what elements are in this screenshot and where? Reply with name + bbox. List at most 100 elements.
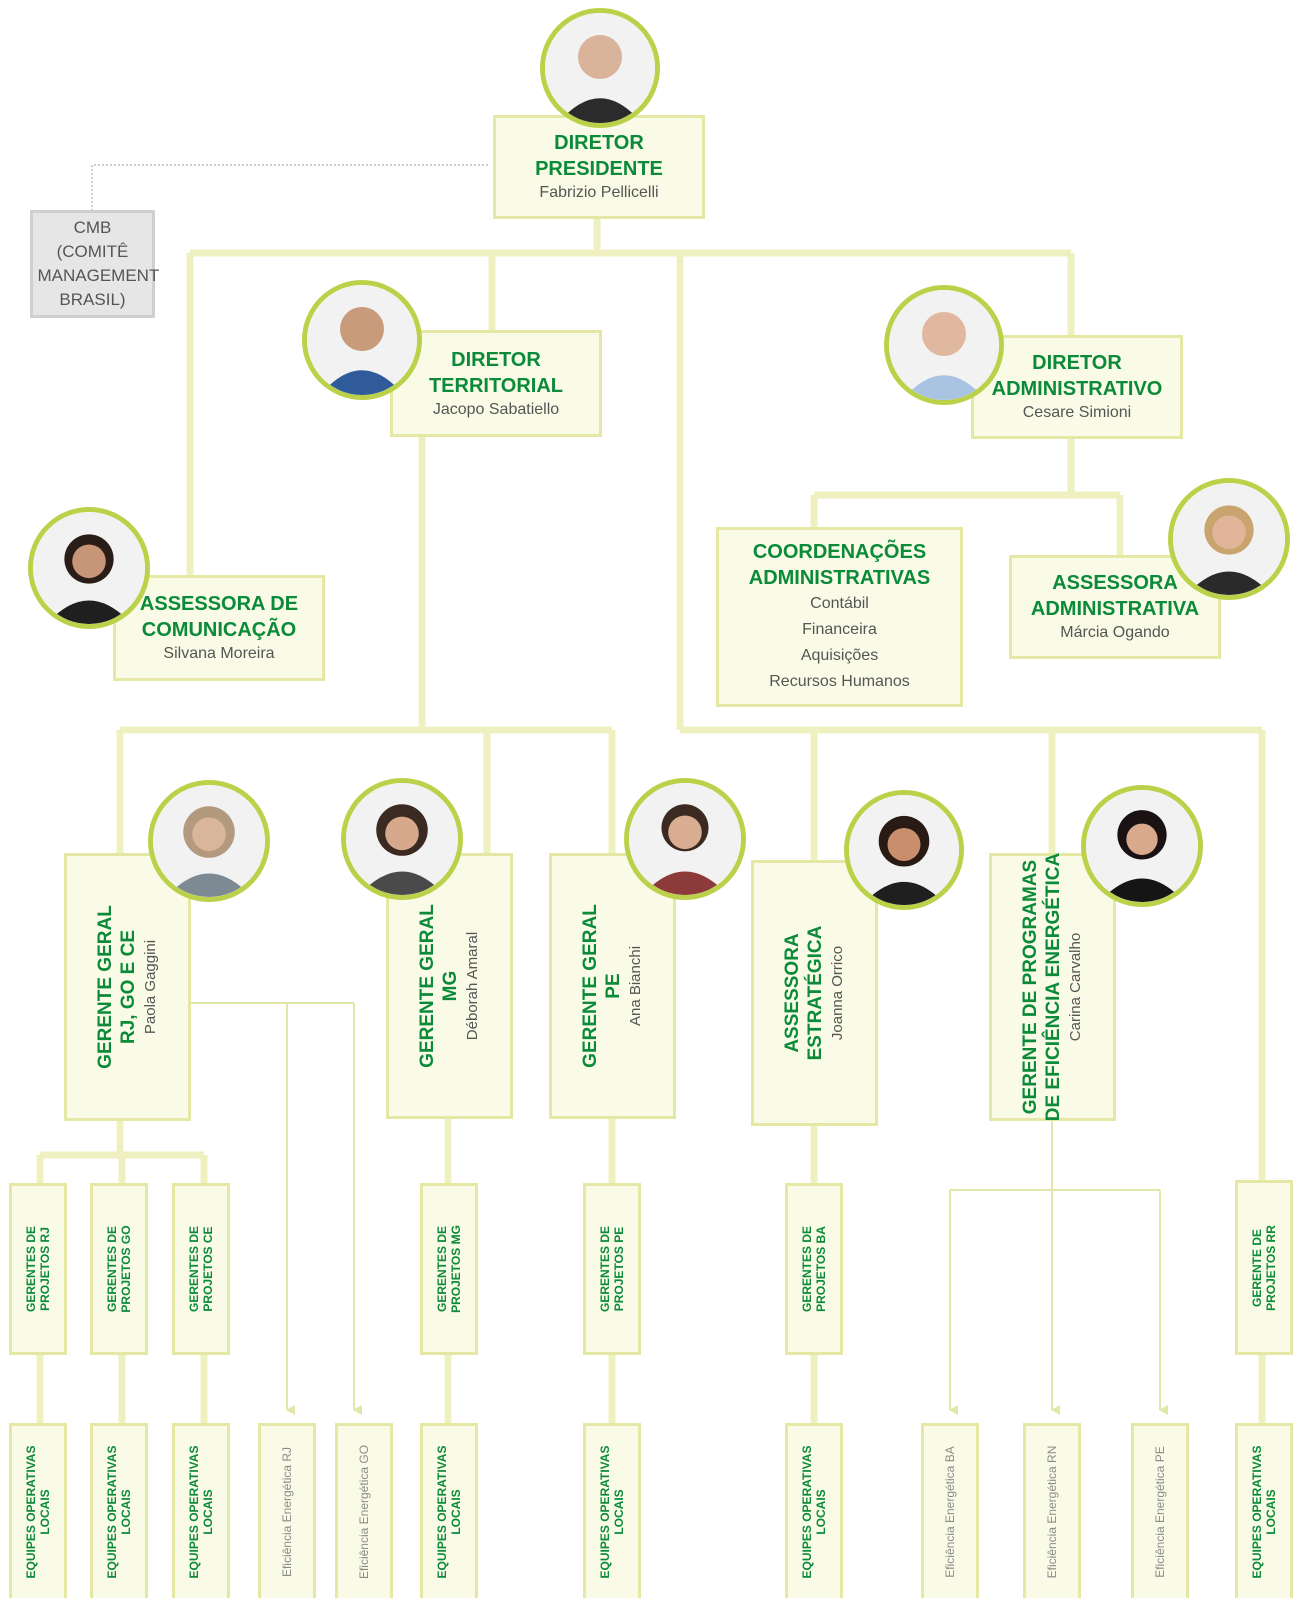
person-icon [1173,483,1285,595]
coordenacoes-item: Aquisições [800,647,879,664]
assessora-adm-title-2: ADMINISTRATIVA [1030,598,1200,620]
coordenacoes-item: Recursos Humanos [769,673,910,690]
eficiencia-rn-label: Eficiência Energética RN [1045,1445,1059,1579]
equipes-l1: EQUIPES OPERATIVAS [105,1445,119,1579]
person-icon [33,512,145,624]
assessora-adm-name: Márcia Ogando [1060,624,1170,641]
equipes-l1: EQUIPES OPERATIVAS [1250,1445,1264,1579]
gerente-geral-rj-box: GERENTE GERAL RJ, GO E CE Paola Gaggini [64,853,191,1121]
assessora-adm-avatar [1168,478,1290,600]
administrativo-avatar [884,285,1004,405]
eficiencia-title-1: GERENTE DE PROGRAMAS [1019,859,1041,1115]
projetos-go-l1: GERENTES DE [105,1225,119,1313]
gerente-geral-pe-box: GERENTE GERAL PE Ana Bianchi [549,853,676,1119]
gerente-rj-avatar [148,780,270,902]
presidente-title-1: DIRETOR [554,132,644,154]
projetos-pe-l1: GERENTES DE [598,1225,612,1313]
estrategica-name: Joanna Orrico [828,945,846,1041]
person-icon [346,783,458,895]
presidente-avatar [540,8,660,128]
comunicacao-title-1: ASSESSORA DE [139,593,299,615]
coordenacoes-box: COORDENAÇÕES ADMINISTRATIVAS Contábil Fi… [716,527,963,707]
projetos-pe-l2: PROJETOS PE [612,1226,626,1312]
diretor-presidente-box: DIRETOR PRESIDENTE Fabrizio Pellicelli [493,115,705,219]
eficiencia-pe-label: Eficiência Energética PE [1153,1446,1167,1578]
equipes-l1: EQUIPES OPERATIVAS [24,1445,38,1579]
person-icon [1086,790,1198,902]
eficiencia-rj-box: Eficiência Energética RJ [258,1423,316,1598]
eficiencia-rn-box: Eficiência Energética RN [1023,1423,1081,1598]
projetos-rj-l1: GERENTES DE [24,1225,38,1313]
gerente-pe-avatar [624,778,746,900]
equipes-l1: EQUIPES OPERATIVAS [187,1445,201,1579]
comunicacao-name: Silvana Moreira [163,645,275,662]
eficiencia-ba-box: Eficiência Energética BA [921,1423,979,1598]
assessora-estrategica-box: ASSESSORA ESTRATÉGICA Joanna Orrico [751,860,878,1126]
territorial-title-2: TERRITORIAL [428,374,564,397]
gerente-rj-title-1: GERENTE GERAL [94,905,116,1069]
administrativo-title-1: DIRETOR [1032,352,1122,374]
assessora-adm-title-1: ASSESSORA [1052,572,1178,594]
equipes-l1: EQUIPES OPERATIVAS [598,1445,612,1579]
comunicacao-avatar [28,507,150,629]
diretor-administrativo-box: DIRETOR ADMINISTRATIVO Cesare Simioni [971,335,1183,439]
projetos-rr-l1: GERENTE DE [1250,1228,1264,1307]
coordenacoes-item: Contábil [810,595,869,612]
gerente-rj-name: Paola Gaggini [141,939,159,1035]
projetos-ce-l1: GERENTES DE [187,1225,201,1313]
projetos-rj-l2: PROJETOS RJ [38,1227,52,1311]
projetos-go-l2: PROJETOS GO [119,1225,133,1313]
coordenacoes-item: Financeira [802,621,877,638]
estrategica-title-2: ESTRATÉGICA [804,925,826,1061]
territorial-avatar [302,280,422,400]
gerente-eficiencia-box: GERENTE DE PROGRAMAS DE EFICIÊNCIA ENERG… [989,853,1116,1121]
equipes-l2: LOCAIS [38,1489,52,1535]
administrativo-title-2: ADMINISTRATIVO [991,378,1163,400]
equipes-l1: EQUIPES OPERATIVAS [435,1445,449,1579]
presidente-name: Fabrizio Pellicelli [539,184,659,201]
projetos-ba-l2: PROJETOS BA [814,1226,828,1312]
person-icon [629,783,741,895]
equipes-l2: LOCAIS [814,1489,828,1535]
cmb-connector [91,164,488,210]
equipes-l2: LOCAIS [449,1489,463,1535]
cmb-box: CMB (COMITÊ MANAGEMENT BRASIL) [30,210,160,318]
gerente-pe-title-1: GERENTE GERAL [579,904,601,1068]
equipes-l2: LOCAIS [201,1489,215,1535]
eficiencia-title-2: DE EFICIÊNCIA ENERGÉTICA [1042,852,1064,1122]
projetos-mg-l1: GERENTES DE [435,1225,449,1313]
coordenacoes-title-2: ADMINISTRATIVAS [748,567,931,589]
gerente-pe-name: Ana Bianchi [626,945,644,1027]
cmb-label: CMB (COMITÊ MANAGEMENT BRASIL) [37,218,160,309]
gerente-rj-title-2: RJ, GO E CE [117,929,139,1045]
gerente-mg-name: Déborah Amaral [463,931,481,1041]
assessora-estrategica-avatar [844,790,964,910]
projetos-mg-l2: PROJETOS MG [449,1225,463,1313]
equipes-l1: EQUIPES OPERATIVAS [800,1445,814,1579]
person-icon [153,785,265,897]
gerente-mg-title-1: GERENTE GERAL [416,904,438,1068]
equipes-l2: LOCAIS [119,1489,133,1535]
presidente-title-2: PRESIDENTE [535,158,663,180]
territorial-name: Jacopo Sabatiello [432,400,560,418]
gerente-mg-title-2: MG [439,970,461,1002]
eficiencia-go-box: Eficiência Energética GO [335,1423,393,1598]
eficiencia-go-label: Eficiência Energética GO [357,1444,371,1580]
administrativo-name: Cesare Simioni [1022,404,1132,421]
gerente-mg-avatar [341,778,463,900]
eficiencia-ba-label: Eficiência Energética BA [943,1446,957,1578]
projetos-ba-l1: GERENTES DE [800,1225,814,1313]
projetos-ce-l2: PROJETOS CE [201,1226,215,1312]
projetos-rr-l2: PROJETOS RR [1264,1224,1278,1311]
estrategica-title-1: ASSESSORA [781,933,803,1053]
